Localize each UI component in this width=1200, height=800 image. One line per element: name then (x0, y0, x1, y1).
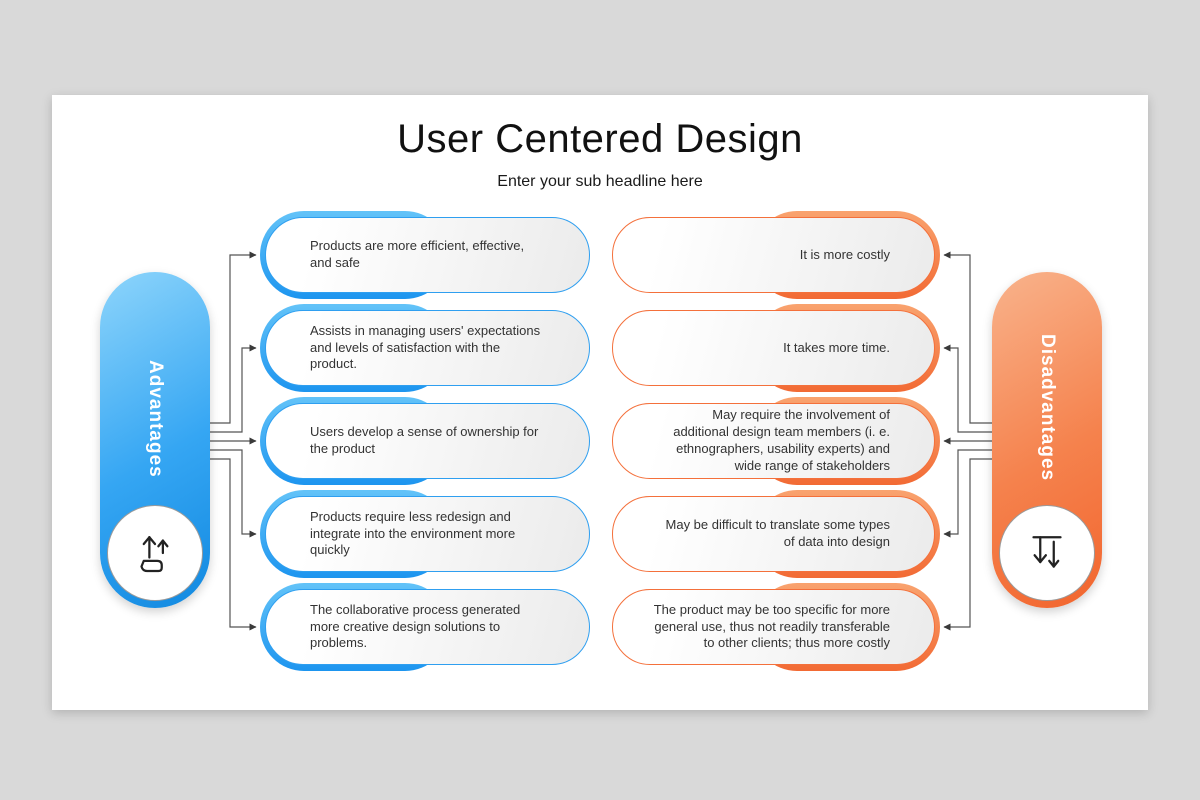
advantage-pill: Assists in managing users' expectations … (260, 304, 590, 392)
advantage-text: Products require less redesign and integ… (265, 496, 590, 572)
swipe-up-hand-icon (140, 536, 169, 573)
disadvantage-text: May require the involvement of additiona… (612, 403, 935, 479)
advantage-pill: Users develop a sense of ownership for t… (260, 397, 590, 485)
advantages-label: Advantages (145, 360, 166, 478)
slide: User Centered Design Enter your sub head… (52, 95, 1148, 710)
advantage-text: Products are more efficient, effective, … (265, 217, 590, 293)
disadvantage-pill: It is more costly (612, 211, 940, 299)
advantage-text: Users develop a sense of ownership for t… (265, 403, 590, 479)
arrows-down-icon (1032, 536, 1062, 568)
disadvantages-icon-circle (999, 505, 1095, 601)
advantage-pill: Products require less redesign and integ… (260, 490, 590, 578)
advantage-pill: Products are more efficient, effective, … (260, 211, 590, 299)
disadvantage-text: It takes more time. (612, 310, 935, 386)
disadvantage-text: The product may be too specific for more… (612, 589, 935, 665)
advantages-capsule: Advantages (100, 272, 210, 608)
advantage-pill: The collaborative process generated more… (260, 583, 590, 671)
disadvantage-text: It is more costly (612, 217, 935, 293)
disadvantage-pill: The product may be too specific for more… (612, 583, 940, 671)
advantage-text: The collaborative process generated more… (265, 589, 590, 665)
disadvantage-pill: It takes more time. (612, 304, 940, 392)
disadvantage-text: May be difficult to translate some types… (612, 496, 935, 572)
page-title: User Centered Design (397, 117, 803, 161)
disadvantages-label: Disadvantages (1037, 334, 1058, 482)
disadvantage-pill: May require the involvement of additiona… (612, 397, 940, 485)
page-subtitle: Enter your sub headline here (497, 173, 703, 190)
disadvantage-pill: May be difficult to translate some types… (612, 490, 940, 578)
advantage-text: Assists in managing users' expectations … (265, 310, 590, 386)
disadvantages-capsule: Disadvantages (992, 272, 1102, 608)
advantages-icon-circle (107, 505, 203, 601)
